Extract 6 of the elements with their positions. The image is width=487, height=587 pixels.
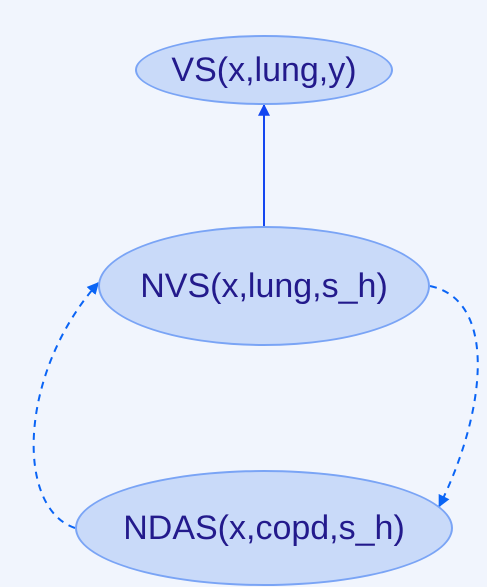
node-label: NDAS(x,copd,s_h) bbox=[123, 511, 405, 545]
arrow bbox=[258, 104, 270, 226]
node-label: NVS(x,lung,s_h) bbox=[140, 269, 388, 303]
node-label: VS(x,lung,y) bbox=[171, 53, 357, 87]
arrow bbox=[32, 282, 100, 529]
arrow bbox=[430, 285, 479, 508]
